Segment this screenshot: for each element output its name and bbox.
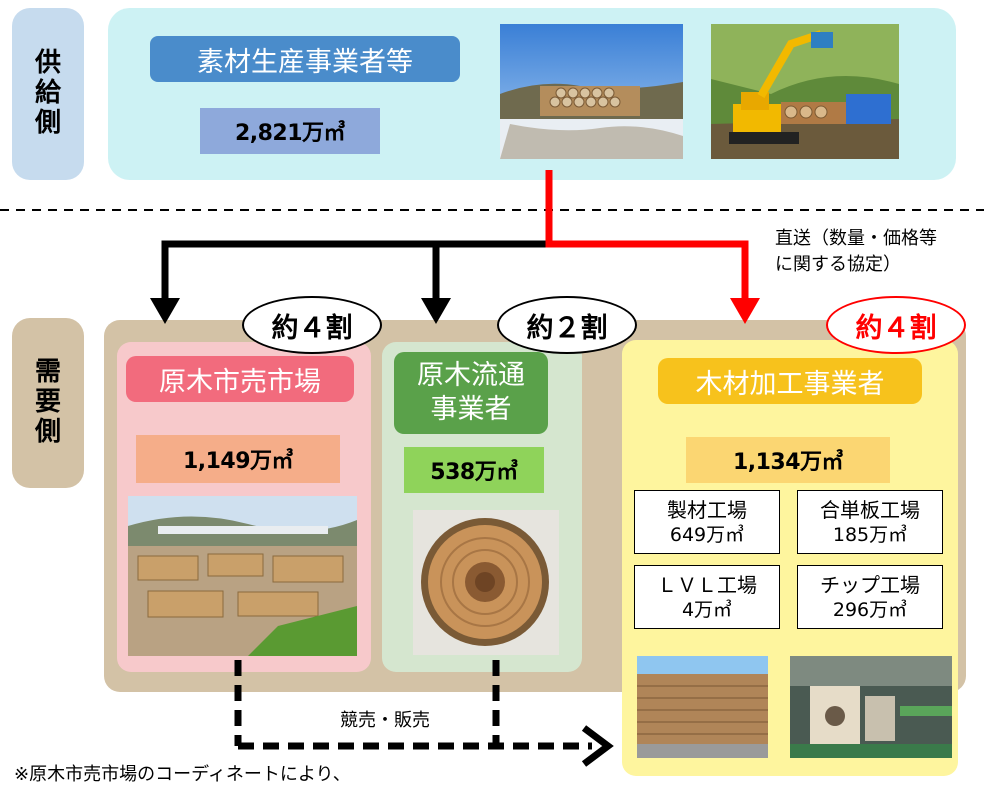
market-ratio-oval: 約４割: [242, 296, 382, 354]
supply-title: 素材生産事業者等: [150, 36, 460, 82]
distributor-ratio-oval: 約２割: [497, 296, 637, 354]
market-volume: 1,149万㎥: [136, 435, 340, 483]
plant-chip: チップ工場 296万㎥: [797, 565, 943, 629]
plant-plywood-name: 合単板工場: [820, 497, 920, 522]
plant-sawmill-name: 製材工場: [667, 497, 747, 522]
plant-chip-name: チップ工場: [820, 572, 920, 597]
processor-ratio-oval: 約４割: [826, 296, 966, 354]
harvester-photo: [711, 24, 899, 159]
plant-lvl-volume: 4万㎥: [681, 598, 733, 621]
plant-sawmill-volume: 649万㎥: [669, 523, 745, 546]
processor-volume: 1,134万㎥: [686, 437, 890, 483]
plant-lvl-name: ＬＶＬ工場: [657, 572, 757, 597]
plant-sawmill: 製材工場 649万㎥: [634, 490, 780, 554]
lumber-stack-photo: [637, 656, 768, 758]
distributor-title-line1: 原木流通: [417, 360, 525, 392]
flow-label: 競売・販売: [340, 710, 430, 731]
market-title: 原木市売市場: [126, 356, 354, 402]
demand-side-label: 需要側: [34, 357, 61, 447]
market-yard-photo: [128, 496, 357, 656]
log-yard-photo: [500, 24, 683, 159]
footnote: ※原木市売市場のコーディネートにより、: [14, 764, 351, 785]
supply-side-tag: 供給側: [12, 8, 84, 180]
plant-lvl: ＬＶＬ工場 4万㎥: [634, 565, 780, 629]
processor-title: 木材加工事業者: [658, 358, 922, 404]
direct-note-line1: 直送（数量・価格等: [775, 228, 937, 249]
supply-side-label: 供給側: [34, 48, 61, 138]
distributor-title-line2: 事業者: [430, 394, 512, 425]
log-cross-section-photo: [413, 510, 559, 655]
plant-plywood-volume: 185万㎥: [832, 523, 908, 546]
direct-note-line2: に関する協定）: [775, 254, 901, 276]
sawmill-machine-photo: [790, 656, 952, 758]
direct-contract-note: 直送（数量・価格等 に関する協定）: [775, 226, 984, 278]
distributor-volume: 538万㎥: [404, 447, 544, 493]
plant-chip-volume: 296万㎥: [832, 598, 908, 621]
distributor-title: 原木流通 事業者: [394, 352, 548, 434]
plant-plywood: 合単板工場 185万㎥: [797, 490, 943, 554]
demand-side-tag: 需要側: [12, 318, 84, 488]
supply-volume: 2,821万㎥: [200, 108, 380, 154]
